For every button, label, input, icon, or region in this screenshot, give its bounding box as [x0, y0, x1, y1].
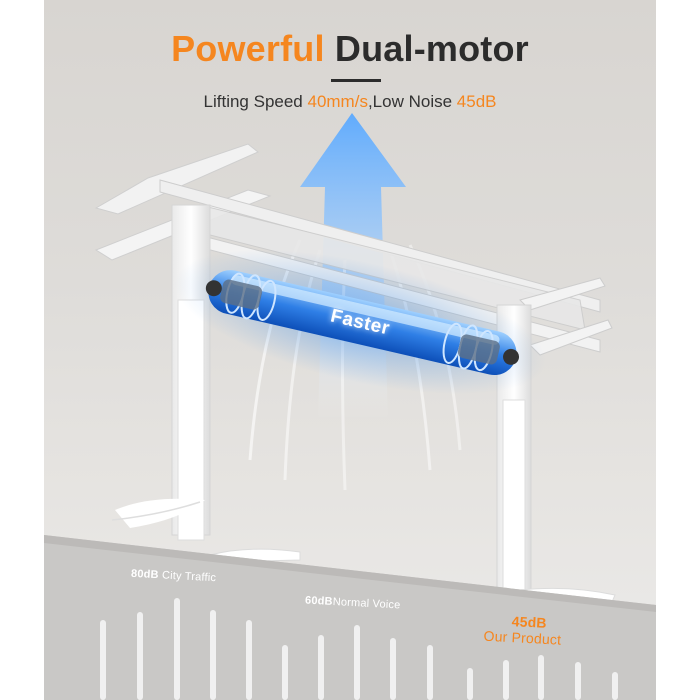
motor-icon: [174, 249, 546, 395]
feather-icon: [111, 498, 205, 528]
noise-bar: [390, 638, 396, 700]
noise-bar: [137, 612, 143, 700]
noise-bar: [246, 620, 252, 700]
noise-value-city: 80dB: [130, 567, 160, 582]
headline: Powerful Dual-motor: [0, 28, 700, 70]
headline-underline: [331, 79, 381, 82]
headline-accent: Powerful: [171, 28, 325, 69]
noise-bar: [427, 645, 433, 700]
noise-bar: [100, 620, 106, 700]
noise-bar: [575, 662, 581, 700]
noise-bar: [282, 645, 288, 700]
noise-bars: [100, 598, 618, 700]
noise-bar: [503, 660, 509, 700]
noise-bar: [354, 625, 360, 700]
noise-bar: [318, 635, 324, 700]
subline-part2: ,Low Noise: [367, 92, 457, 111]
noise-scale-floor: [44, 535, 656, 700]
noise-value-voice: 60dB: [304, 594, 334, 608]
noise-bar: [467, 668, 473, 700]
subline-noise: 45dB: [456, 92, 497, 111]
subline-part1: Lifting Speed: [203, 92, 308, 111]
headline-main: Dual-motor: [334, 28, 529, 69]
subline: Lifting Speed 40mm/s,Low Noise 45dB: [0, 92, 700, 112]
noise-bar: [538, 655, 544, 700]
subline-speed: 40mm/s: [307, 92, 368, 111]
noise-bar: [612, 672, 618, 700]
noise-bar: [210, 610, 216, 700]
noise-bar: [174, 598, 180, 700]
